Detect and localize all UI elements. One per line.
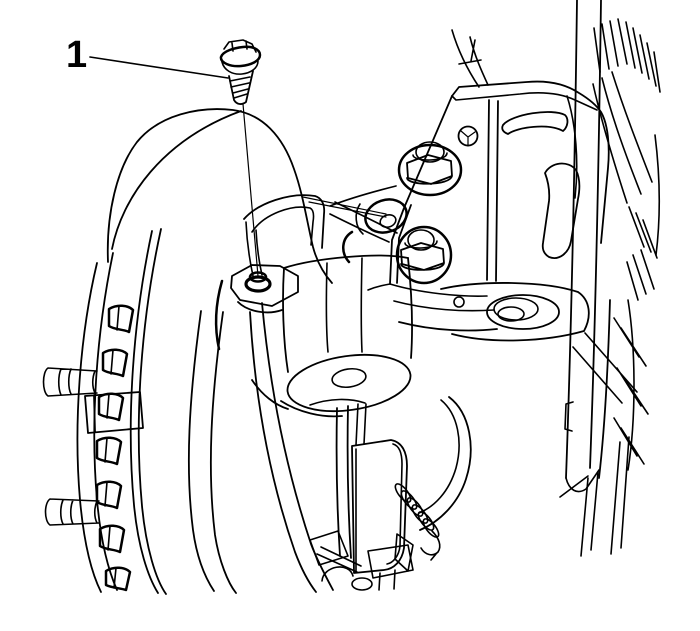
arm-bushing-outer bbox=[486, 294, 560, 330]
arm-small-hole bbox=[453, 296, 465, 308]
tire-outer-edge bbox=[106, 108, 333, 284]
sensor-wire-tube bbox=[245, 221, 263, 277]
boot-ring bbox=[400, 490, 418, 510]
sensor-boss-plateau bbox=[230, 264, 299, 314]
lower-clips bbox=[309, 530, 414, 591]
rotor-arc-6 bbox=[209, 311, 237, 594]
coil-spring-hatching bbox=[592, 18, 661, 471]
spring-coil-curves bbox=[592, 71, 661, 256]
cylinder-hole bbox=[331, 367, 367, 389]
clip-arcs bbox=[321, 566, 396, 591]
callout-label: 1 bbox=[66, 34, 87, 76]
callout-1: 1 bbox=[66, 34, 229, 79]
sensor-body-lines bbox=[355, 443, 403, 572]
clip-strap bbox=[316, 546, 362, 573]
brake-rotor bbox=[76, 228, 237, 595]
bolt-threads bbox=[229, 76, 251, 99]
sensor-bracket-guides bbox=[335, 405, 352, 559]
bolt-centerline bbox=[242, 103, 259, 277]
sensor-stem bbox=[309, 398, 367, 446]
side-boss-arc bbox=[342, 230, 354, 264]
hatch-top bbox=[593, 18, 661, 93]
upper-hex-nut bbox=[406, 154, 453, 185]
wheel-stud-lower bbox=[44, 498, 100, 526]
strut-tube-edges bbox=[565, 0, 611, 479]
tire-sidewall bbox=[106, 108, 333, 284]
bolt-shank bbox=[228, 70, 254, 105]
clip-eyelet bbox=[351, 577, 373, 591]
tire-tread-division bbox=[111, 110, 242, 250]
upper-nut-boss bbox=[397, 143, 463, 197]
pivot-boss bbox=[364, 198, 408, 234]
arm-outline bbox=[398, 282, 590, 342]
bracket-right-curve bbox=[566, 95, 578, 199]
rotor-arc-4 bbox=[137, 228, 167, 595]
bracket-top-edge bbox=[451, 80, 610, 244]
lower-stud-dome bbox=[407, 229, 435, 251]
axle-diagonals bbox=[613, 299, 649, 471]
harness-hook-inner bbox=[251, 206, 315, 246]
lower-nut-boss bbox=[395, 225, 453, 285]
callout-leader-line bbox=[89, 56, 229, 79]
bracket-slot bbox=[501, 111, 569, 135]
bracket-top-edge-inner bbox=[451, 92, 598, 111]
harness-hook-outer bbox=[243, 194, 326, 249]
strut-fork-lines bbox=[580, 436, 630, 557]
cylinder-seams bbox=[325, 257, 363, 353]
mounting-nuts bbox=[342, 141, 463, 285]
sensor-grommet bbox=[244, 275, 272, 293]
brake-hose-lines bbox=[451, 29, 489, 88]
cylinder-sides bbox=[282, 257, 413, 373]
harness-loop-inner bbox=[418, 399, 460, 514]
strut-assembly bbox=[451, 0, 630, 557]
arm-diagonals bbox=[572, 332, 638, 404]
clip-plate bbox=[309, 530, 349, 566]
shield-arc-outer bbox=[249, 311, 317, 593]
bushing-cylinder bbox=[282, 254, 413, 412]
bracket-flange-lines bbox=[367, 283, 495, 312]
cylinder-top bbox=[283, 254, 409, 269]
vane-inner-lines bbox=[104, 305, 120, 589]
lower-stud-ring bbox=[404, 240, 438, 249]
lower-hex-nut bbox=[400, 242, 445, 271]
rotor-arc-3 bbox=[129, 230, 159, 594]
clip-wedge bbox=[394, 533, 414, 572]
sensor-bolt bbox=[219, 39, 262, 277]
clip-plate-b bbox=[367, 544, 414, 579]
rotor-arc-2 bbox=[93, 252, 118, 591]
rotor-arc-outer bbox=[76, 262, 102, 593]
strut-bottom bbox=[559, 469, 600, 498]
harness-connector bbox=[420, 530, 441, 561]
wheel-stud-upper bbox=[42, 367, 98, 397]
bolt-flange-lip bbox=[221, 60, 259, 75]
bracket-hole-lines bbox=[460, 130, 476, 147]
boot-ring bbox=[406, 497, 424, 517]
sensor-harness bbox=[230, 194, 472, 591]
vane bbox=[95, 304, 135, 592]
pointer-needle bbox=[302, 196, 387, 218]
hatch-mid bbox=[626, 206, 658, 301]
rotor-arc-5 bbox=[187, 310, 215, 592]
pivot-hole bbox=[379, 213, 397, 229]
cylinder-face bbox=[286, 354, 412, 412]
wheel-studs bbox=[42, 367, 100, 526]
upper-stud-dome bbox=[415, 141, 445, 163]
boot-ring bbox=[422, 518, 440, 538]
bolt-flange bbox=[219, 45, 262, 68]
rotor-vanes bbox=[95, 304, 135, 592]
strut-tab bbox=[564, 401, 574, 432]
shield-arc-inner bbox=[261, 302, 334, 591]
pivot-outer-arc bbox=[355, 203, 364, 235]
rotor-shield-edge bbox=[214, 279, 224, 351]
caliper-mount-pad bbox=[84, 391, 144, 434]
harness-loop-outer bbox=[419, 396, 472, 531]
sensor-body bbox=[351, 439, 408, 574]
bracket-face-divider bbox=[486, 99, 499, 282]
boot-ring bbox=[394, 483, 412, 503]
arm-bushing-inner bbox=[497, 306, 525, 322]
upper-stud-ring bbox=[412, 152, 448, 161]
